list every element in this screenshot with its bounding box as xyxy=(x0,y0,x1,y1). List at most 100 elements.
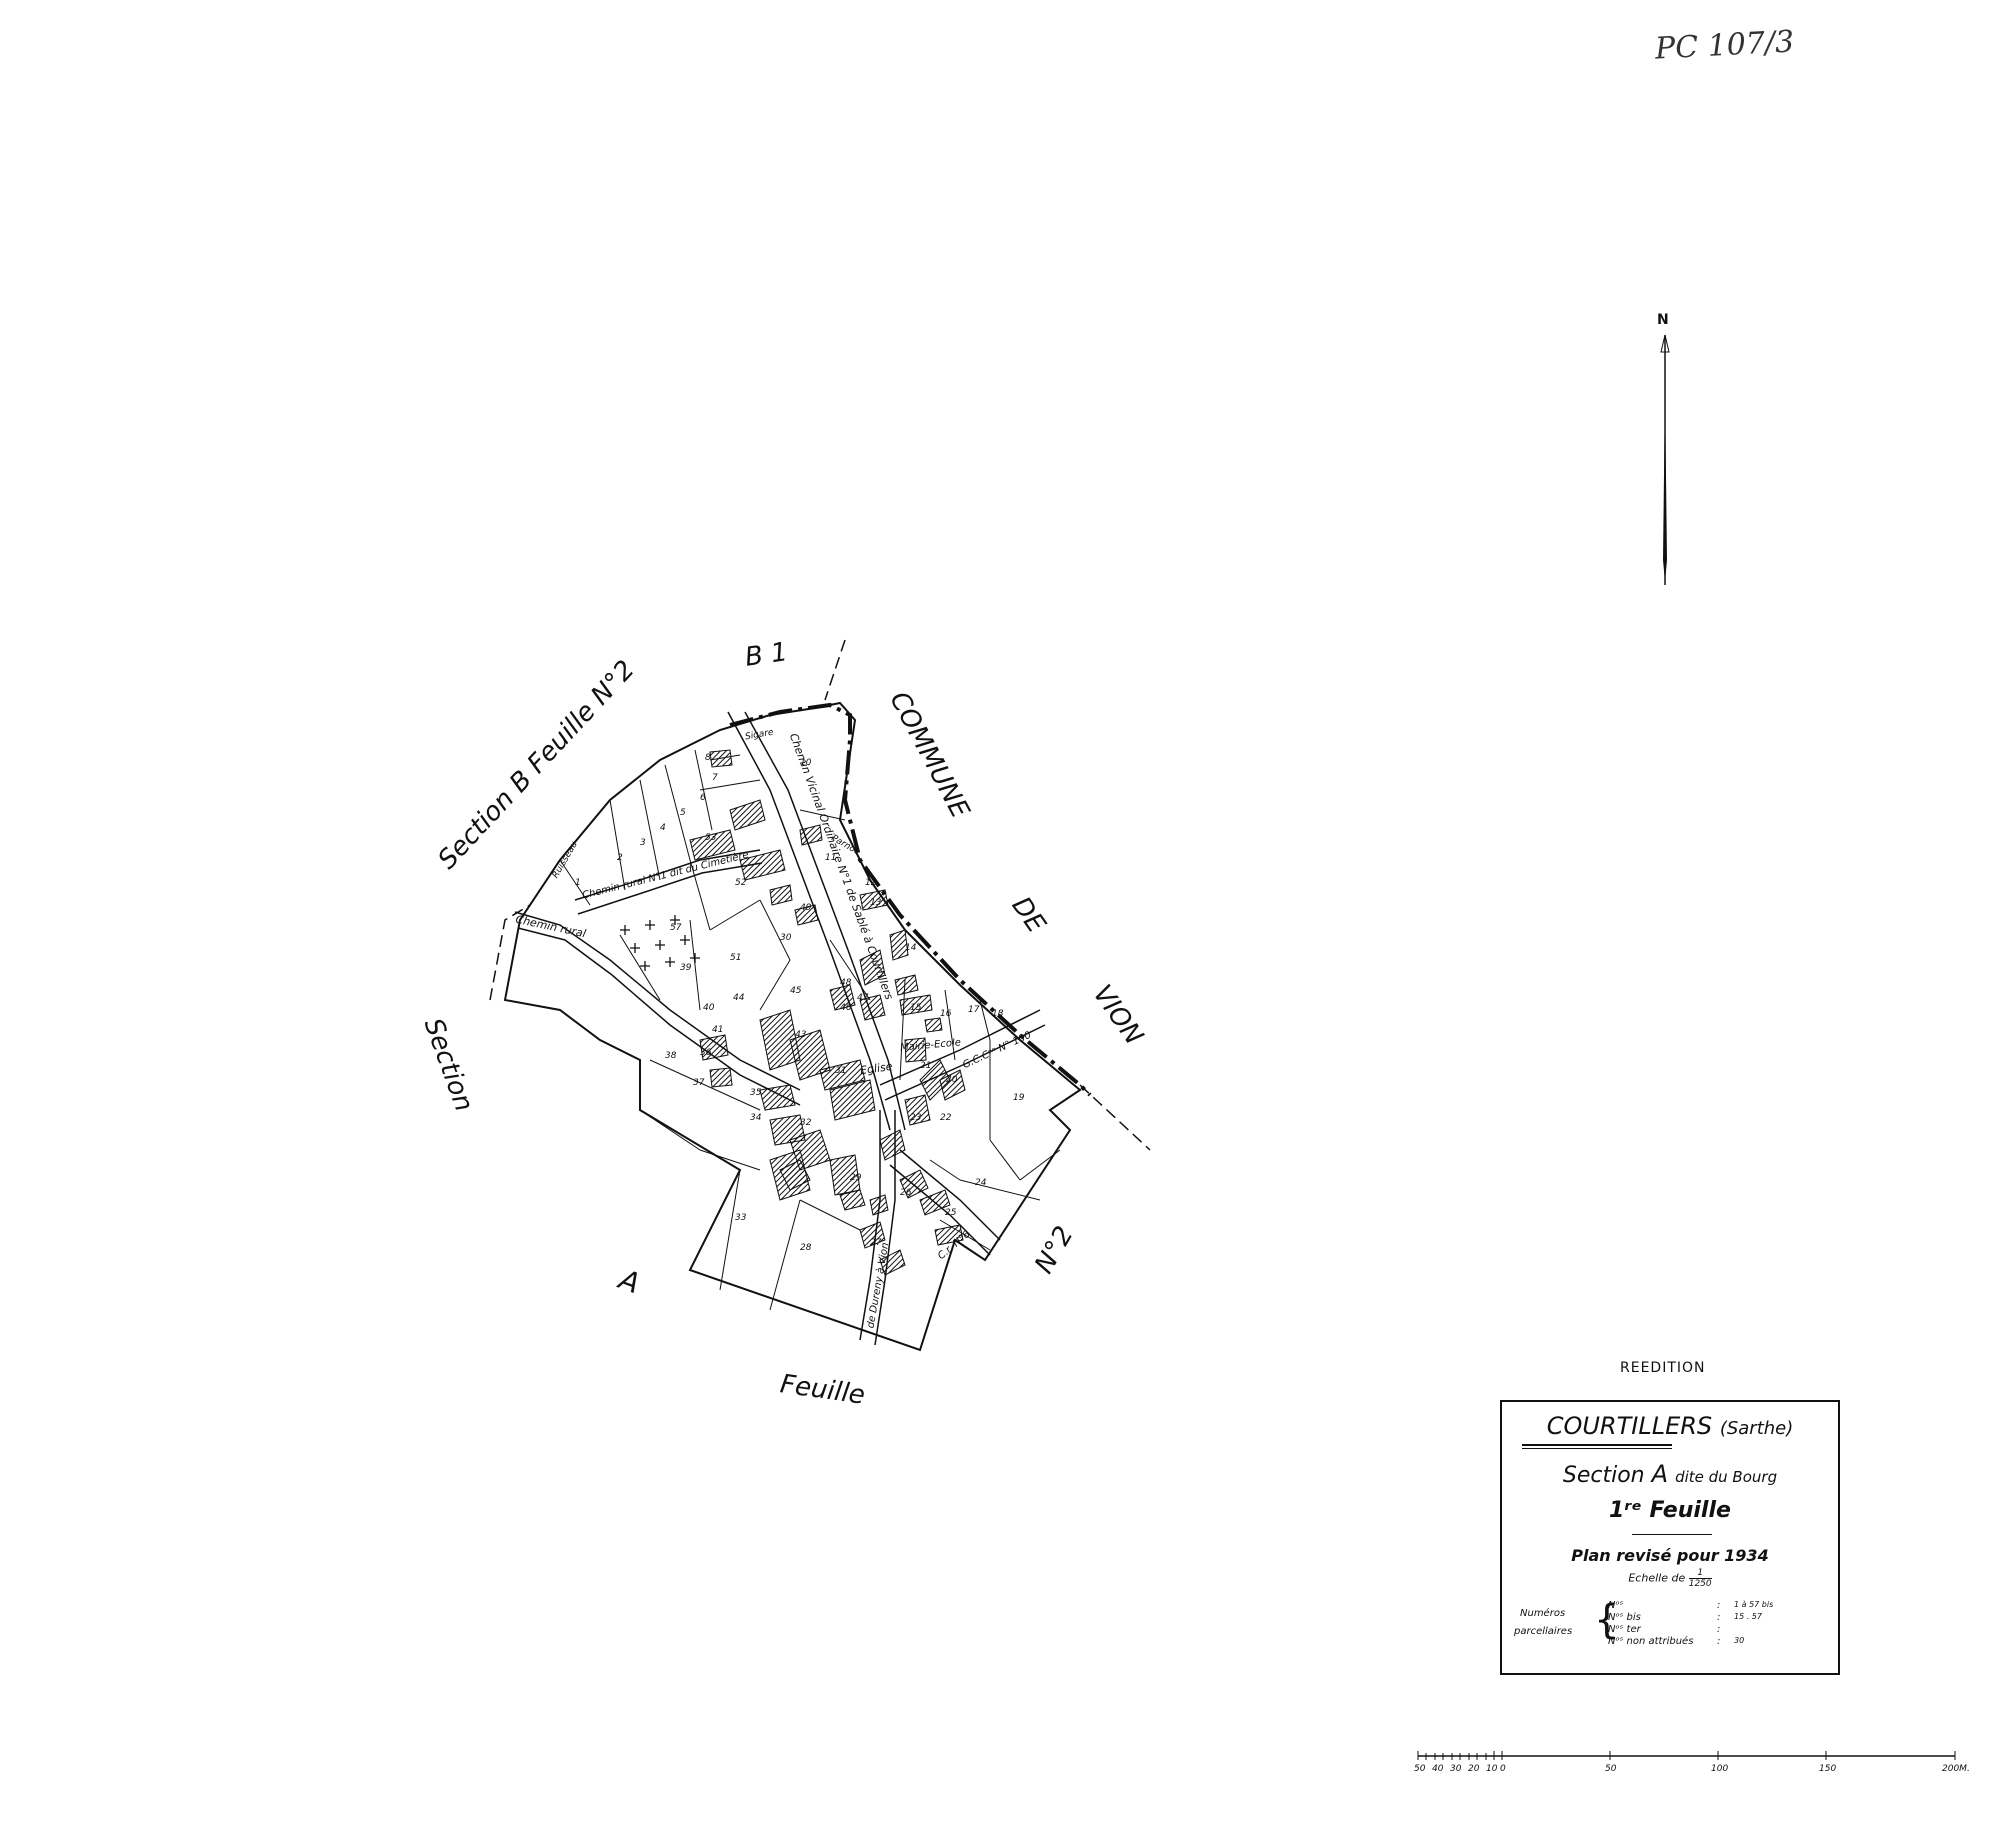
parcel-number: 12 xyxy=(865,878,877,888)
parcel-number: 10 xyxy=(800,758,812,768)
parcel-number: 13 xyxy=(870,898,882,908)
scale-label: 150 xyxy=(1819,1764,1837,1774)
parcel-number: 43 xyxy=(795,1030,807,1040)
legend-label-4: Nᵒˢ non attribués xyxy=(1608,1636,1694,1647)
legend-colon-1: : xyxy=(1717,1600,1721,1611)
parcellaires-label: parcellaires xyxy=(1514,1626,1573,1637)
title-block: COURTILLERS (Sarthe) Section A dite du B… xyxy=(1500,1400,1840,1675)
parcel-number: 33 xyxy=(735,1213,747,1223)
legend-label-1: Nᵒˢ xyxy=(1608,1600,1624,1611)
north-label: N xyxy=(1657,312,1669,328)
scale-label: 50 xyxy=(1414,1764,1426,1774)
parcel-number: 8 xyxy=(705,753,711,763)
section-boundary xyxy=(503,701,1082,1352)
parcel-number: 52 xyxy=(735,878,747,888)
scale-numerator: 1 xyxy=(1688,1568,1712,1579)
parcel-number: 38 xyxy=(665,1051,677,1061)
label-b1: B 1 xyxy=(743,637,790,673)
parcel-number: 5 xyxy=(680,808,686,818)
legend-brace: { xyxy=(1594,1597,1620,1643)
feuille-label: 1ʳᵉ Feuille xyxy=(1609,1498,1731,1523)
legend-label-2: Nᵒˢ bis xyxy=(1608,1612,1641,1623)
parcel-number: 16 xyxy=(940,1009,952,1019)
parcel-number: 25 xyxy=(945,1208,957,1218)
scale-bar xyxy=(1417,1751,1956,1760)
scale-label: 10 xyxy=(1486,1764,1498,1774)
parcel-number: 31 xyxy=(835,1066,846,1076)
parcel-number: 34 xyxy=(750,1113,762,1123)
section-label: Section xyxy=(1562,1463,1645,1488)
scale-denominator: 1250 xyxy=(1688,1579,1712,1589)
scale-label: 50 xyxy=(1605,1764,1617,1774)
parcel-number: 49 xyxy=(800,903,812,913)
legend-colon-2: : xyxy=(1717,1612,1721,1623)
title-underline xyxy=(1522,1444,1672,1449)
dashed-boundary-north xyxy=(824,639,846,701)
legend-value-4: 30 xyxy=(1734,1636,1745,1645)
parcel-number: 32 xyxy=(800,1118,812,1128)
parcel-number: 2 xyxy=(617,853,623,863)
parcel-number: 6 xyxy=(700,793,706,803)
legend-value-2: 15 . 57 xyxy=(1734,1612,1762,1621)
parcel-number: 26 xyxy=(900,1188,912,1198)
legend-colon-3: : xyxy=(1717,1624,1721,1635)
parcel-number: 21 xyxy=(920,1061,931,1071)
parcel-number: 35 xyxy=(750,1088,762,1098)
legend-label-3: Nᵒˢ ter xyxy=(1608,1624,1641,1635)
echelle-label: Echelle de xyxy=(1628,1571,1686,1585)
numeros-label: Numéros xyxy=(1520,1608,1566,1619)
dashed-boundary-west xyxy=(489,904,531,1001)
scale-label: 40 xyxy=(1432,1764,1444,1774)
parcel-number: 30 xyxy=(780,933,792,943)
parcel-numbers: 1 2 3 4 5 6 7 8 10 11 12 13 14 15 16 17 … xyxy=(575,753,1025,1253)
parcel-number: 51 xyxy=(730,953,741,963)
scale-label: 200M. xyxy=(1942,1764,1970,1774)
section-dite: dite du Bourg xyxy=(1675,1468,1778,1486)
parcel-number: 19 xyxy=(1013,1093,1025,1103)
parcel-number: 28 xyxy=(800,1243,812,1253)
parcel-number: 15 xyxy=(910,1003,922,1013)
commune-name: COURTILLERS xyxy=(1546,1412,1713,1440)
parcel-number: 40 xyxy=(703,1003,715,1013)
parcel-number: 37 xyxy=(693,1078,705,1088)
parcel-number: 17 xyxy=(968,1005,980,1015)
parcel-number: 18 xyxy=(992,1009,1004,1019)
parcel-number: 29 xyxy=(850,1173,862,1183)
parcel-number: 27 xyxy=(870,1238,882,1248)
feuille-divider xyxy=(1632,1534,1712,1535)
cemetery-crosses xyxy=(620,915,700,971)
parcel-number: 24 xyxy=(975,1178,987,1188)
revised-label: Plan revisé pour 1934 xyxy=(1571,1546,1769,1565)
parcel-number: 3 xyxy=(640,838,646,848)
department-name: (Sarthe) xyxy=(1719,1418,1794,1439)
parcel-number: 48 xyxy=(840,978,852,988)
reedition-label: REEDITION xyxy=(1620,1360,1706,1376)
legend-colon-4: : xyxy=(1717,1636,1721,1647)
parcel-number: 22 xyxy=(940,1113,952,1123)
north-arrow xyxy=(1660,334,1670,585)
parcel-number: 57 xyxy=(670,923,682,933)
scale-label: 0 xyxy=(1500,1764,1506,1774)
parcel-number: 53 xyxy=(705,833,717,843)
section-letter: A xyxy=(1651,1460,1669,1488)
parcel-number: 41 xyxy=(712,1025,723,1035)
buildings xyxy=(689,749,966,1276)
parcel-number: 36 xyxy=(700,1048,712,1058)
scale-label: 30 xyxy=(1450,1764,1462,1774)
parcel-number: 7 xyxy=(712,773,718,783)
parcel-number: 23 xyxy=(910,1113,922,1123)
scale-label: 20 xyxy=(1468,1764,1480,1774)
parcel-number: 39 xyxy=(680,963,692,973)
parcel-number: 1 xyxy=(575,878,581,888)
parcel-number: 20 xyxy=(946,1075,958,1085)
commune-boundary xyxy=(729,702,1092,1097)
legend-value-1: 1 à 57 bis xyxy=(1734,1600,1774,1609)
parcel-number: 11 xyxy=(825,853,836,863)
scale-label: 100 xyxy=(1711,1764,1729,1774)
parcel-number: 45 xyxy=(790,986,802,996)
dashed-boundary-east xyxy=(1079,1084,1151,1151)
parcel-number: 14 xyxy=(905,943,917,953)
parcel-number: 46 xyxy=(840,1003,852,1013)
parcel-number: 47 xyxy=(857,993,869,1003)
